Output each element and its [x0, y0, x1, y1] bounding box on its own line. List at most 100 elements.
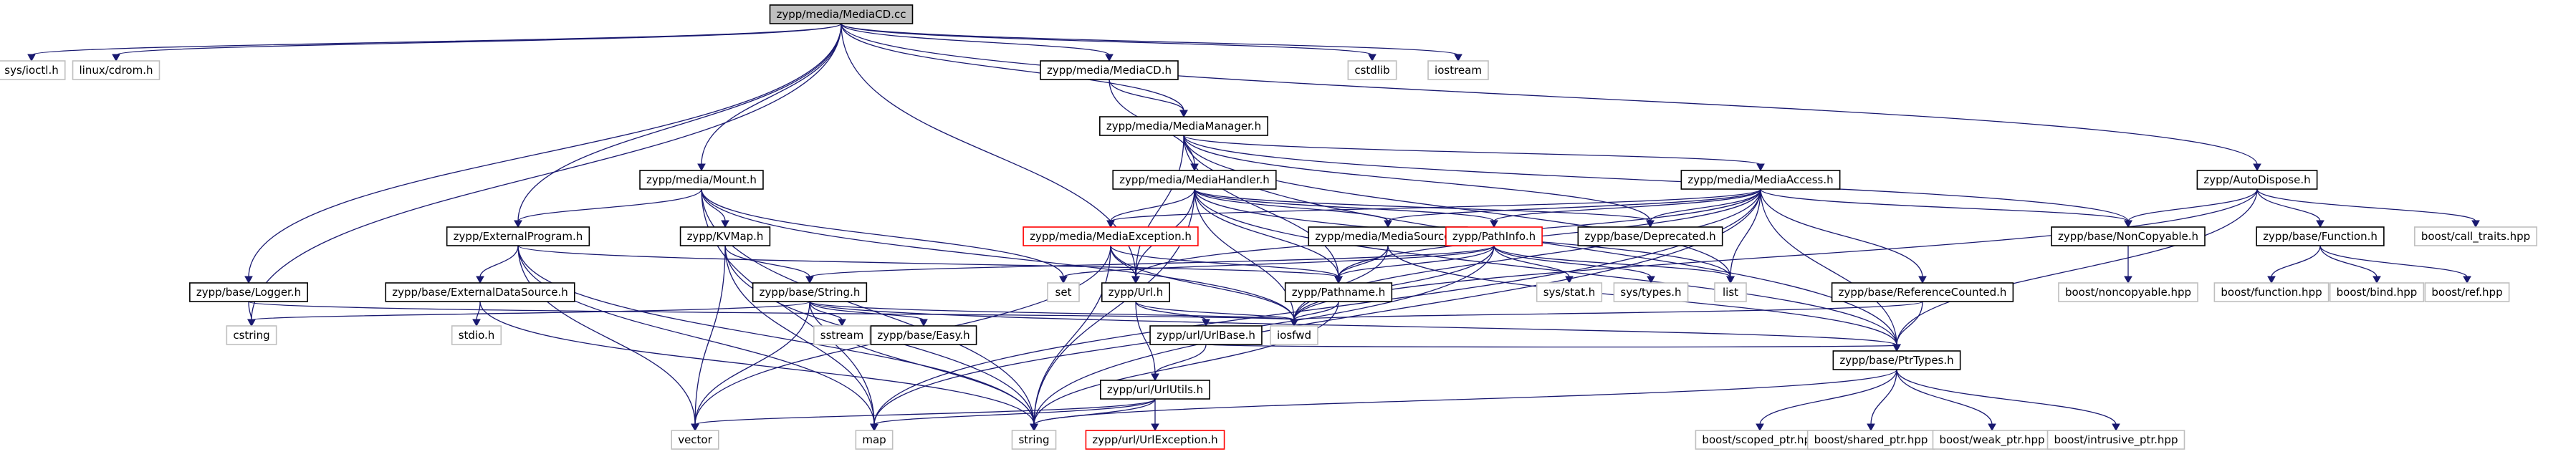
edge-mediacd-cc-to-mount: [697, 23, 842, 172]
node-intrusive-ptr: boost/intrusive_ptr.hpp: [2046, 430, 2185, 450]
node-boost-function: boost/function.hpp: [2213, 282, 2330, 302]
node-label: zypp/media/MediaHandler.h: [1119, 173, 1270, 186]
node-label: zypp/PathInfo.h: [1452, 230, 1536, 243]
node-pathname[interactable]: zypp/Pathname.h: [1284, 282, 1393, 302]
edge-refcounted-to-iosfwd: [1290, 301, 1923, 327]
node-mount[interactable]: zypp/media/Mount.h: [639, 170, 764, 190]
node-label: cstdlib: [1354, 64, 1389, 77]
edge-pathinfo-to-pathname: [1334, 245, 1495, 284]
node-label: zypp/media/MediaCD.h: [1047, 64, 1172, 77]
node-label: sys/stat.h: [1543, 286, 1596, 299]
edge-kvmap-to-vector: [691, 245, 726, 432]
edge-string-h-to-vector: [691, 301, 810, 432]
node-label: zypp/base/String.h: [760, 286, 861, 299]
node-label: boost/shared_ptr.hpp: [1814, 433, 1928, 447]
node-logger[interactable]: zypp/base/Logger.h: [189, 282, 308, 302]
edge-urlutils-to-map: [870, 398, 1156, 432]
node-ptrtypes[interactable]: zypp/base/PtrTypes.h: [1832, 350, 1961, 370]
node-label: zypp/ExternalProgram.h: [454, 230, 583, 243]
node-label: boost/weak_ptr.hpp: [1939, 433, 2044, 447]
node-label: zypp/media/MediaSource.h: [1315, 230, 1460, 243]
node-pathinfo[interactable]: zypp/PathInfo.h: [1445, 226, 1543, 246]
node-sysstat: sys/stat.h: [1536, 282, 1603, 302]
node-label: set: [1055, 286, 1072, 299]
edge-kvmap-to-string-h: [724, 245, 814, 284]
node-label: boost/ref.hpp: [2431, 286, 2502, 299]
edge-ptrtypes-to-scoped-ptr: [1756, 369, 1897, 432]
edge-pathinfo-to-systypes: [1493, 245, 1655, 284]
node-label: zypp/base/ExternalDataSource.h: [392, 286, 568, 299]
edge-mediaaccess-to-mediaexception: [1106, 188, 1761, 228]
node-ioctl: sys/ioctl.h: [0, 60, 66, 80]
edge-mediaexception-to-pathname: [1110, 245, 1343, 284]
edge-urlutils-to-vector: [691, 398, 1156, 432]
node-vector: vector: [671, 430, 719, 450]
node-externaldatasource[interactable]: zypp/base/ExternalDataSource.h: [385, 282, 575, 302]
node-urlutils[interactable]: zypp/url/UrlUtils.h: [1100, 380, 1210, 400]
node-string-h[interactable]: zypp/base/String.h: [752, 282, 868, 302]
node-mediaaccess[interactable]: zypp/media/MediaAccess.h: [1680, 170, 1841, 190]
node-label: zypp/media/MediaAccess.h: [1687, 173, 1833, 186]
node-label: zypp/base/PtrTypes.h: [1839, 354, 1953, 367]
edge-mediacd-cc-to-externalprogram: [514, 23, 842, 228]
node-label: boost/call_traits.hpp: [2421, 230, 2530, 244]
node-urlexception[interactable]: zypp/url/UrlException.h: [1085, 430, 1225, 450]
edge-pathinfo-to-sysstat: [1493, 245, 1574, 284]
node-mediacd-h[interactable]: zypp/media/MediaCD.h: [1040, 60, 1179, 80]
node-externalprogram[interactable]: zypp/ExternalProgram.h: [446, 226, 590, 246]
edge-autodispose-to-call-traits: [2256, 188, 2480, 228]
edge-mediaaccess-to-refcounted: [1760, 188, 1927, 284]
nodes-layer: zypp/media/MediaCD.cc sys/ioctl.h linux/cd…: [0, 4, 2537, 450]
edge-pathinfo-to-string-h: [805, 245, 1495, 284]
edge-pathinfo-to-set: [1059, 245, 1495, 284]
edge-function-to-boost-bind: [2319, 245, 2381, 284]
node-easy[interactable]: zypp/base/Easy.h: [870, 325, 977, 345]
node-label: stdio.h: [459, 329, 495, 342]
node-mediacd-cc[interactable]: zypp/media/MediaCD.cc: [769, 4, 914, 24]
edge-mediacd-cc-to-logger: [244, 23, 842, 284]
node-urlbase[interactable]: zypp/url/UrlBase.h: [1149, 325, 1263, 345]
node-label: zypp/url/UrlUtils.h: [1107, 383, 1203, 396]
node-refcounted[interactable]: zypp/base/ReferenceCounted.h: [1831, 282, 2014, 302]
node-mediamanager[interactable]: zypp/media/MediaManager.h: [1099, 116, 1268, 136]
node-cstdlib: cstdlib: [1347, 60, 1397, 80]
node-label: iosfwd: [1277, 329, 1311, 342]
edge-ptrtypes-to-shared-ptr: [1867, 369, 1897, 432]
node-label: zypp/AutoDispose.h: [2203, 173, 2310, 186]
edge-mediacd-cc-to-cdrom: [112, 23, 842, 62]
node-mediaexception[interactable]: zypp/media/MediaException.h: [1023, 226, 1199, 246]
node-label: sstream: [820, 329, 863, 342]
node-mediahandler[interactable]: zypp/media/MediaHandler.h: [1112, 170, 1277, 190]
edge-urlbase-to-urlutils: [1151, 344, 1207, 382]
edge-externalprogram-to-externaldatasource: [476, 245, 519, 284]
node-kvmap[interactable]: zypp/KVMap.h: [679, 226, 771, 246]
node-scoped-ptr: boost/scoped_ptr.hpp: [1695, 430, 1825, 450]
edge-mediacd-h-to-mediamanager: [1109, 79, 1188, 118]
edge-string-h-to-sstream: [809, 301, 846, 327]
node-cstring: cstring: [226, 325, 277, 345]
edge-function-to-boost-function: [2267, 245, 2321, 284]
edge-externalprogram-to-pathname: [517, 245, 1343, 284]
node-label: zypp/Url.h: [1109, 286, 1163, 299]
node-label: zypp/base/ReferenceCounted.h: [1839, 286, 2007, 299]
edge-mediacd-cc-to-mediacd-h: [841, 23, 1114, 62]
node-label: sys/types.h: [1620, 286, 1681, 299]
edge-pathinfo-to-list: [1493, 245, 1735, 284]
node-cdrom: linux/cdrom.h: [72, 60, 161, 80]
edge-mediamanager-to-mediaaccess: [1183, 135, 1765, 172]
node-url[interactable]: zypp/Url.h: [1101, 282, 1171, 302]
node-noncopyable[interactable]: zypp/base/NonCopyable.h: [2051, 226, 2206, 246]
node-boost-noncopyable: boost/noncopyable.hpp: [2058, 282, 2198, 302]
node-mediasource[interactable]: zypp/media/MediaSource.h: [1308, 226, 1468, 246]
node-autodispose[interactable]: zypp/AutoDispose.h: [2196, 170, 2318, 190]
edge-mediacd-cc-to-cstdlib: [841, 23, 1376, 62]
edge-externalprogram-to-vector: [517, 245, 699, 432]
node-deprecated[interactable]: zypp/base/Deprecated.h: [1577, 226, 1723, 246]
edge-url-to-urlbase: [1135, 301, 1210, 327]
node-label: zypp/media/MediaCD.cc: [777, 8, 906, 21]
node-label: cstring: [233, 329, 269, 342]
node-function[interactable]: zypp/base/Function.h: [2256, 226, 2385, 246]
node-set: set: [1047, 282, 1080, 302]
edge-mediaaccess-to-deprecated: [1646, 188, 1761, 228]
